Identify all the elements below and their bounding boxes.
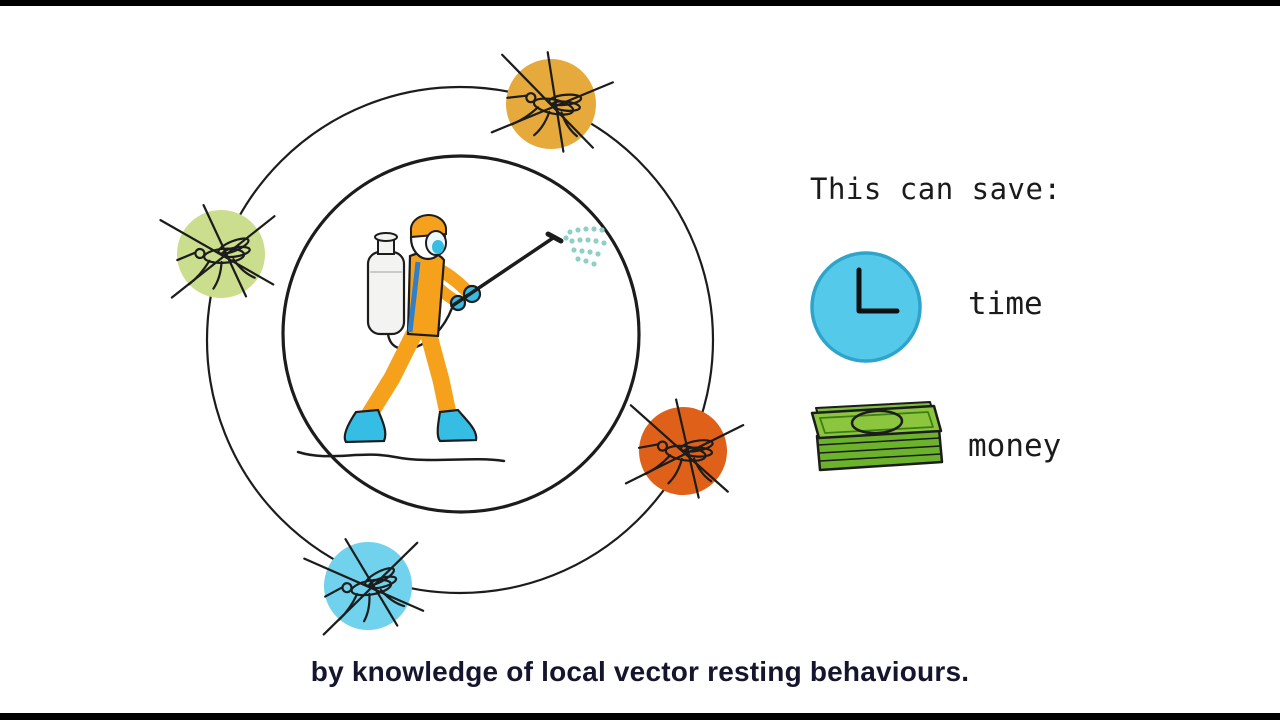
spray-mist [563, 226, 607, 267]
orbit-circles [205, 85, 715, 595]
mosquito-badge-bottom [301, 525, 432, 641]
mosquito-badge-left [158, 199, 282, 304]
save-item-label-time: time [968, 286, 1043, 322]
inner-orbit-circle [281, 154, 641, 514]
clock-hands [856, 267, 900, 314]
mosquito-badge-right [618, 392, 747, 504]
bill-oval [850, 409, 904, 435]
spray-wand [450, 231, 564, 308]
letterbox-bottom-bar [0, 713, 1280, 720]
save-panel-title: This can save: [810, 172, 1062, 206]
subtitle-caption: by knowledge of local vector resting beh… [310, 656, 970, 687]
letterbox-top-bar [0, 0, 1280, 6]
top-bill [810, 404, 943, 440]
ground-line [296, 450, 506, 463]
sprayer-tank [366, 232, 454, 351]
sprayer-person-illustration [296, 214, 607, 463]
save-item-label-money: money [968, 428, 1062, 464]
top-bill-inner-border [819, 411, 934, 434]
tank-strap [407, 261, 421, 333]
money-icon [810, 401, 944, 472]
front-boot [436, 408, 478, 443]
sprayer-head [409, 214, 447, 261]
mosquito-badge-top [484, 41, 618, 160]
back-boot [343, 408, 387, 444]
clock-icon [810, 251, 922, 363]
respirator-mask [432, 240, 444, 254]
outer-orbit-circle [205, 85, 715, 595]
